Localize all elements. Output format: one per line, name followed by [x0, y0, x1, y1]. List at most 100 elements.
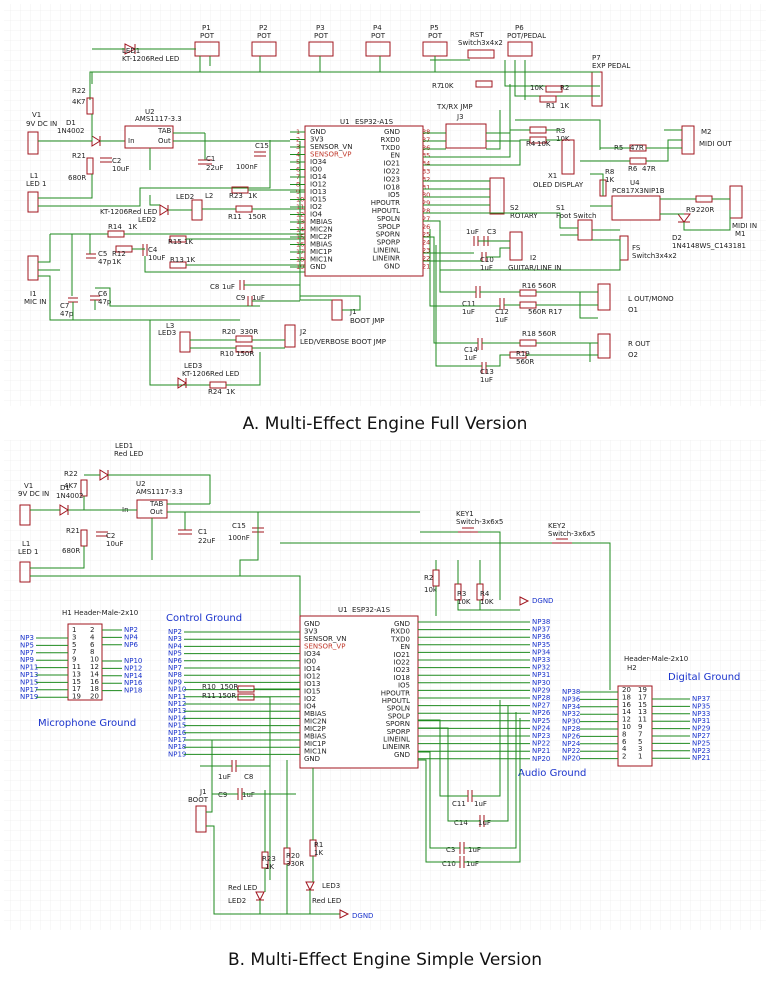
- s-u1-pin-right-14: SPORP: [387, 728, 410, 736]
- s-c3-ref: C3: [446, 846, 455, 854]
- s-r22-val: 4K7: [64, 482, 78, 490]
- u1-pin-left-0: GND: [310, 128, 326, 136]
- s-h1-left-net-7: NP17: [20, 686, 38, 694]
- c9-ref: C9: [236, 294, 245, 302]
- r11-ref: R11: [228, 213, 242, 221]
- rst-type: Switch3x4x2: [458, 39, 503, 47]
- s-h1-right-net-3: NP10: [124, 657, 142, 665]
- c10-ref: C10: [480, 256, 494, 264]
- c14-ref: C14: [464, 346, 478, 354]
- s-h1-type: Header-Male-2x10: [74, 609, 138, 617]
- p6-ref: P6: [515, 24, 524, 32]
- s-v1-label: 9V DC IN: [18, 490, 49, 498]
- c10-val: 1uF: [480, 264, 493, 272]
- s-left-net-2: NP4: [168, 642, 182, 650]
- s-h2-right-num-8: 3: [638, 745, 642, 753]
- led1-header-wire: [38, 140, 271, 207]
- s-right-net-4: NP34: [532, 648, 551, 656]
- p7-ref: P7: [592, 54, 601, 62]
- s-h2-right-net-0: NP37: [692, 695, 710, 703]
- s-r1-val: 1K: [314, 849, 323, 857]
- u1-pin-right-num-7: 31: [422, 183, 430, 191]
- s-h2-right-net-1: NP35: [692, 702, 710, 710]
- s-h1-right-num-1: 4: [90, 633, 95, 641]
- s-h1-right-net-1: NP4: [124, 633, 138, 641]
- l3-ref: L3: [166, 322, 174, 330]
- x1-ref: X1: [548, 172, 557, 180]
- s-l1-label: LED 1: [18, 548, 38, 556]
- u1-pin-right-5: IO22: [384, 168, 400, 176]
- s-h1-left-net-2: NP7: [20, 649, 34, 657]
- u1-esp32: U1 ESP32-A1S GND13V32SENSOR_VN3SENSOR_VP…: [290, 118, 430, 277]
- s-h1-ref: H1: [62, 609, 72, 617]
- s-right-net-8: NP30: [532, 679, 550, 687]
- s-h1-right-num-2: 6: [90, 641, 95, 649]
- s-c10-val: 1uF: [466, 860, 479, 868]
- u1-pin-right-num-13: 25: [422, 231, 430, 239]
- u1-pin-right-15: LINEINL: [373, 247, 400, 255]
- s-h1-left-num-5: 11: [72, 663, 81, 671]
- c3-ref: C3: [487, 228, 496, 236]
- p6-label: POT/PEDAL: [507, 32, 546, 40]
- c6-ref: C6: [98, 290, 108, 298]
- m2-ref: M2: [701, 128, 712, 136]
- u1-pin-left-15: MBIAS: [310, 241, 333, 249]
- u1-pin-right-num-17: 21: [422, 262, 430, 270]
- s-j1-boot: J1 BOOT: [188, 788, 209, 833]
- u1-pin-left-13: MIC2N: [310, 226, 333, 234]
- c12-ref: C12: [495, 308, 509, 316]
- s-key1-ref: KEY1: [456, 510, 474, 518]
- r4-val: 10K: [537, 140, 551, 148]
- s-h1-left-num-6: 13: [72, 670, 81, 678]
- s-u1-pin-left-1: 3V3: [304, 628, 318, 636]
- u1-pin-left-17: MIC1N: [310, 256, 333, 264]
- s-c2-val: 10uF: [106, 540, 123, 548]
- s-led1-wire: [84, 474, 211, 504]
- s-led2-type: Red LED: [228, 884, 257, 892]
- s-right-net-11: NP27: [532, 702, 550, 710]
- s-r23-ref: R23: [262, 855, 276, 863]
- s-u1-ref: U1: [338, 606, 348, 614]
- s-h1-right-num-8: 18: [90, 685, 99, 693]
- u1-pin-right-num-9: 29: [422, 199, 430, 207]
- u1-pin-right-1: RXD0: [380, 136, 400, 144]
- s-h2-left-num-9: 2: [622, 753, 626, 761]
- c8-ref: C8: [210, 283, 219, 291]
- s-u1-pin-left-12: MBIAS: [304, 710, 327, 718]
- u1-pin-left-4: IO34: [310, 158, 327, 166]
- s-r2-val: 10k: [424, 586, 438, 594]
- j1-wires: [299, 141, 361, 311]
- s-r10-val: 150R: [220, 683, 238, 691]
- s-h2-left-num-8: 4: [622, 745, 627, 753]
- r11-val: 150R: [248, 213, 266, 221]
- u1-pin-right-num-11: 27: [422, 215, 430, 223]
- r13-ref: R13: [170, 256, 184, 264]
- digital-ground-label: Digital Ground: [668, 672, 740, 683]
- led1-type: KT-1206Red LED: [122, 55, 179, 63]
- s-c10-ref: C10: [442, 860, 456, 868]
- c14-val: 1uF: [464, 354, 477, 362]
- r7-r2-r1: R7 10K R2 10K R1 1K: [432, 80, 569, 110]
- s-right-net-1: NP37: [532, 626, 550, 634]
- u1-pin-right-num-1: 37: [422, 136, 430, 144]
- s-c3-val: 1uF: [468, 846, 481, 854]
- j1-ref: J1: [349, 308, 357, 316]
- s-key2-type: Switch-3x6x5: [548, 530, 595, 538]
- j1-label: BOOT JMP: [350, 317, 385, 325]
- s-r21-val: 680R: [62, 547, 80, 555]
- led3-type: KT-1206Red LED: [182, 370, 239, 378]
- s-u1-left-pins: GND3V3SENSOR_VNSENSOR_VPIO34IO0IO14IO12I…: [304, 620, 346, 763]
- l1-header: L1 LED 1: [26, 172, 46, 213]
- audio-ground-label: Audio Ground: [518, 768, 586, 779]
- p4-ref: P4: [373, 24, 382, 32]
- j2-ref: J2: [299, 328, 307, 336]
- s-u1-pin-right-10: HPOUTL: [382, 697, 410, 705]
- r5-val: 47R: [630, 144, 644, 152]
- x1-label: OLED DISPLAY: [533, 181, 584, 189]
- s-h1-left-num-9: 19: [72, 693, 81, 701]
- r1-val: 1K: [560, 102, 569, 110]
- u1-pin-left-10: IO2: [310, 203, 322, 211]
- c5-ref: C5: [98, 250, 107, 258]
- s-h1-right-net-0: NP2: [124, 626, 138, 634]
